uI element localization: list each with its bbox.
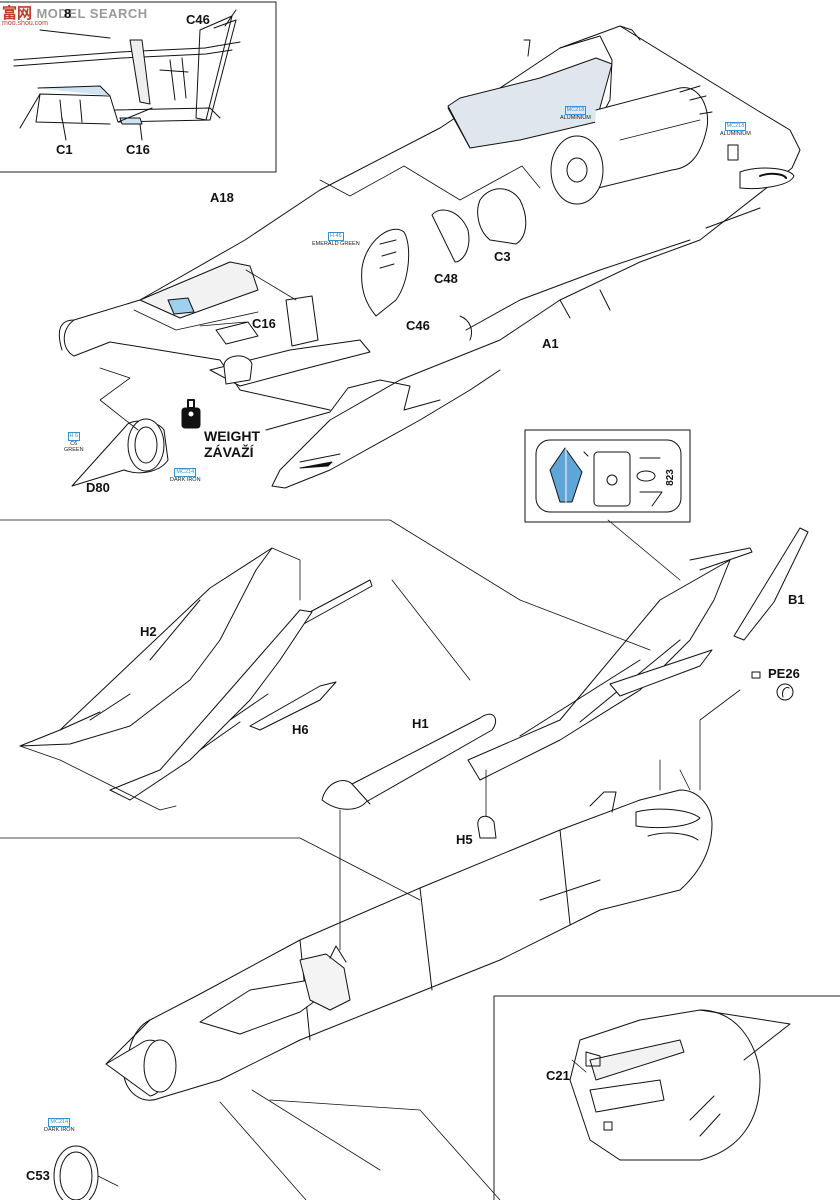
- watermark-url: moo.shou.com: [2, 20, 48, 27]
- label-c53: C53: [26, 1168, 50, 1183]
- weight-label: WEIGHT: [204, 428, 260, 444]
- label-c16: C16: [252, 316, 276, 331]
- paint-ref-aluminium-1: MC218 ALUMINIUM: [560, 106, 591, 121]
- watermark-logo: 富网 MODEL SEARCH moo.shou.com: [2, 2, 148, 27]
- label-c46: C46: [406, 318, 430, 333]
- paint-ref-emerald-green: H 46 EMERALD GREEN: [312, 232, 360, 247]
- label-b1: B1: [788, 592, 805, 607]
- label-h5: H5: [456, 832, 473, 847]
- h1-panel-part: [321, 713, 496, 810]
- cockpit-inset: [0, 1, 277, 173]
- label-c16-inset: C16: [126, 142, 150, 157]
- photo-etch-fret: [524, 429, 691, 581]
- label-partial-top: 8: [64, 6, 72, 21]
- paint-ref-aluminium-2: MC218 ALUMINIUM: [720, 122, 751, 137]
- label-c21: C21: [546, 1068, 570, 1083]
- fret-number: 823: [664, 469, 676, 486]
- label-h2: H2: [140, 624, 157, 639]
- label-a18: A18: [210, 190, 234, 205]
- main-fuselage: [0, 519, 713, 1200]
- label-c3: C3: [494, 249, 511, 264]
- b1-rudder-part: [699, 527, 809, 791]
- watermark-chinese: 富网: [2, 5, 33, 22]
- watermark-english: MODEL SEARCH: [36, 6, 148, 21]
- label-c48: C48: [434, 271, 458, 286]
- tail-halves-parts: [19, 547, 373, 811]
- label-c1: C1: [56, 142, 73, 157]
- label-d80: D80: [86, 480, 110, 495]
- weight-label-cz: ZÁVAŽÍ: [204, 444, 254, 460]
- label-pe26: PE26: [768, 666, 800, 681]
- label-c46-inset: C46: [186, 12, 210, 27]
- label-a1: A1: [542, 336, 559, 351]
- nose-inset: [493, 995, 840, 1200]
- paint-ref-dark-iron: MC214 DARK IRON: [170, 468, 201, 483]
- label-h1: H1: [412, 716, 429, 731]
- cockpit-fuselage-assembly: [58, 25, 801, 489]
- tail-assembly: [467, 547, 753, 839]
- paint-ref-green: H 6 C6 GREEN: [64, 432, 84, 453]
- label-h6: H6: [292, 722, 309, 737]
- paint-ref-dark-iron-nose: MC214 DARK IRON: [44, 1118, 75, 1133]
